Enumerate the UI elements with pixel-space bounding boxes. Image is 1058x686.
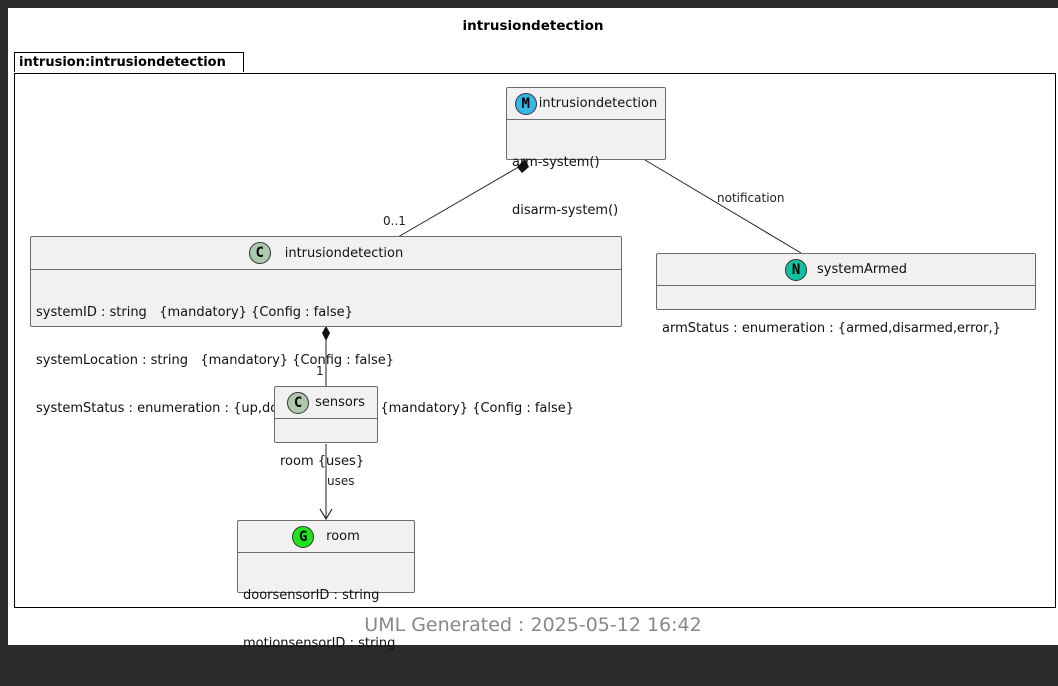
room-stereotype-icon: G [292,525,315,548]
notification-node-header: N systemArmed [657,254,1035,286]
module-node-header: M intrusiondetection [507,88,665,120]
room-node-name: room [326,529,360,544]
composition-diamond-module [517,159,529,173]
sensors-node[interactable]: C sensors room {uses} [274,386,378,469]
diagram-title: intrusiondetection [462,18,604,34]
room-node-header: G room [238,521,414,553]
notification-node[interactable]: N systemArmed armStatus : enumeration : … [656,253,1036,336]
multiplicity-label-sensors: 1 [316,364,324,378]
module-member: disarm-system() [512,203,619,218]
module-stereotype-icon: M [514,92,537,115]
generated-footer: UML Generated : 2025-05-12 16:42 [364,614,702,636]
notification-stereotype-icon: N [785,258,808,281]
container-node-header: C intrusiondetection [31,237,621,270]
edge-layer [319,159,802,521]
sensors-node-header: C sensors [275,387,377,419]
container-member: systemLocation : string {mandatory} {Con… [36,353,395,368]
uses-edge-label: uses [327,474,355,488]
container-node-name: intrusiondetection [284,245,404,261]
notification-node-members: armStatus : enumeration : {armed,disarme… [657,286,1035,371]
container-stereotype-icon: C [248,242,271,264]
room-member: doorsensorID : string [243,588,380,603]
notification-member: armStatus : enumeration : {armed,disarme… [662,321,1001,336]
notification-node-name: systemArmed [817,262,907,277]
module-node-members: arm-system() disarm-system() [507,120,665,253]
sensors-member: room {uses} [280,454,365,469]
diagram-canvas: intrusiondetection intrusion:intrusionde… [8,8,1058,651]
container-member: systemID : string {mandatory} {Config : … [36,305,353,320]
multiplicity-label-container: 0..1 [383,214,406,228]
room-member: motionsensorID : string [243,636,396,651]
module-node[interactable]: M intrusiondetection arm-system() disarm… [506,87,666,218]
edge-module-container [397,164,523,238]
notification-edge-label: notification [717,191,785,205]
package-label: intrusion:intrusiondetection [14,52,244,72]
module-member: arm-system() [512,155,600,170]
container-node[interactable]: C intrusiondetection systemID : string {… [30,236,622,416]
sensors-node-name: sensors [315,395,365,410]
composition-diamond-container [322,326,330,341]
sensors-node-members: room {uses} [275,419,377,504]
package-frame [14,73,1056,608]
module-node-name: intrusiondetection [538,96,658,111]
edge-module-notification [644,159,802,254]
room-node[interactable]: G room doorsensorID : string motionsenso… [237,520,415,651]
arrowhead-room [319,508,333,521]
room-node-members: doorsensorID : string motionsensorID : s… [238,553,414,686]
sensors-stereotype-icon: C [287,391,310,414]
